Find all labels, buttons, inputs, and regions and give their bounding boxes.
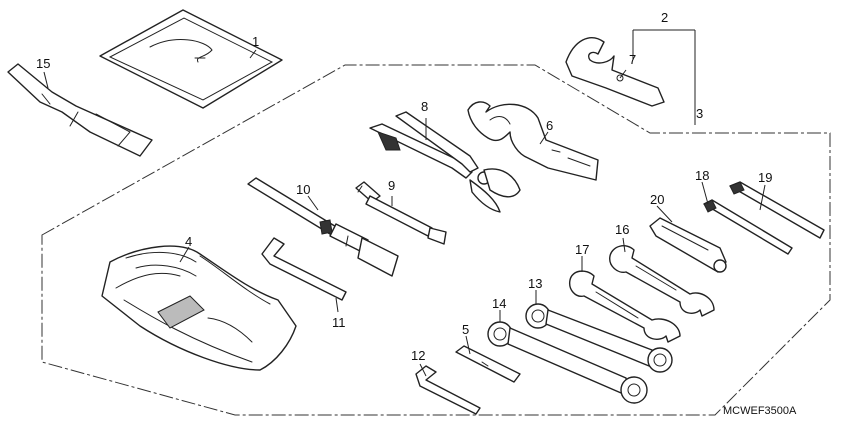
callout-20: 20 [650,192,664,207]
part-18-screwdriver-bit [703,199,793,255]
callout-3: 3 [696,106,703,121]
part-12-hex-key [415,365,481,415]
part-8-pliers [369,111,521,213]
part-6-pin-spanner [467,101,599,181]
part-20-screwdriver-grip [649,217,727,273]
part-11-hex-key [261,237,347,301]
callout-13: 13 [528,276,542,291]
part-10-socket-wrench [247,177,399,277]
callout-12: 12 [411,348,425,363]
part-4-tool-bag [101,245,297,371]
callout-8: 8 [421,99,428,114]
part-7-spanner-wrench [565,37,665,107]
callout-labels: 1 2 3 4 5 6 7 8 9 10 11 12 13 14 15 16 1… [36,10,797,417]
part-1-manual-bag [99,9,283,109]
callout-4: 4 [185,234,192,249]
callout-7: 7 [629,52,636,67]
part-13-ratchet-wrench [525,303,673,373]
callout-2: 2 [661,10,668,25]
callout-6: 6 [546,118,553,133]
callout-11: 11 [332,315,346,330]
callout-10: 10 [296,182,310,197]
callout-18: 18 [695,168,709,183]
part-19-screwdriver-bit [729,181,825,239]
diagram-code: MCWEF3500A [723,405,797,417]
leader-lines [43,29,766,377]
callout-19: 19 [758,170,772,185]
callout-5: 5 [462,322,469,337]
part-17-open-end-wrench [569,270,681,343]
kit-boundary-dashed [41,64,831,416]
part-9-screwdriver [355,181,447,245]
part-14-ratchet-wrench [487,321,648,404]
callout-16: 16 [615,222,629,237]
part-5-tool-plate [455,345,521,383]
part-16-open-end-wrench [609,245,715,317]
callout-1: 1 [252,34,259,49]
callout-14: 14 [492,296,506,311]
callout-17: 17 [575,242,589,257]
callout-15: 15 [36,56,50,71]
callout-9: 9 [388,178,395,193]
part-15-tool-holder [7,63,153,157]
